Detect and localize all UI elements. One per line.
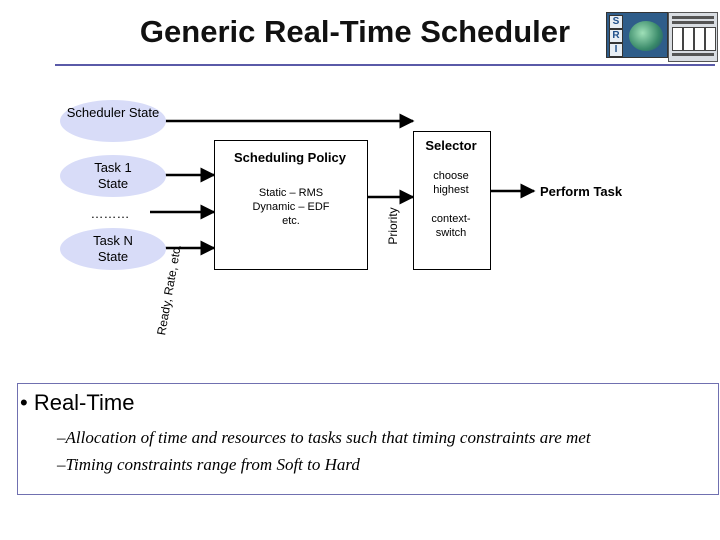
ellipsis-label: ……… [90, 206, 130, 221]
globe-graphic [629, 21, 663, 51]
scheduler-state-oval [60, 100, 166, 142]
title-divider [55, 64, 715, 66]
scheduling-policy-title: Scheduling Policy [234, 150, 346, 165]
task-1-state-label: Task 1 State [94, 160, 132, 191]
selector-choose-highest-line1: choose [433, 170, 469, 182]
logo-letter-i: I [609, 43, 623, 57]
perform-task-label: Perform Task [540, 184, 623, 199]
selector-title: Selector [425, 138, 477, 153]
policy-etc: etc. [282, 215, 300, 227]
policy-static-rms: Static – RMS [258, 187, 324, 199]
page-title: Generic Real-Time Scheduler [139, 14, 571, 49]
task-n-state-oval [60, 228, 166, 270]
scheduler-state-label: Scheduler State [66, 105, 160, 120]
task-n-state-label: Task N State [93, 233, 133, 264]
policy-dynamic-edf: Dynamic – EDF [252, 201, 330, 213]
task-1-state-oval [60, 155, 166, 197]
priority-label: Priority [386, 207, 400, 245]
scheduling-policy-box [214, 140, 368, 270]
selector-context-switch-line2: switch [435, 227, 467, 239]
content-frame [17, 383, 719, 495]
logo-left: S R I [606, 12, 668, 58]
selector-box [413, 131, 491, 270]
point-constraints: –Timing constraints range from Soft to H… [57, 455, 360, 474]
bullet-heading: • Real-Time [20, 390, 135, 415]
selector-choose-highest-line2: highest [433, 184, 469, 196]
selector-context-switch-line1: context- [431, 213, 471, 225]
point-allocation: –Allocation of time and resources to tas… [57, 428, 591, 447]
logo-letter-r: R [609, 29, 623, 43]
logo-right [668, 12, 718, 62]
logo-letter-s: S [609, 15, 623, 29]
